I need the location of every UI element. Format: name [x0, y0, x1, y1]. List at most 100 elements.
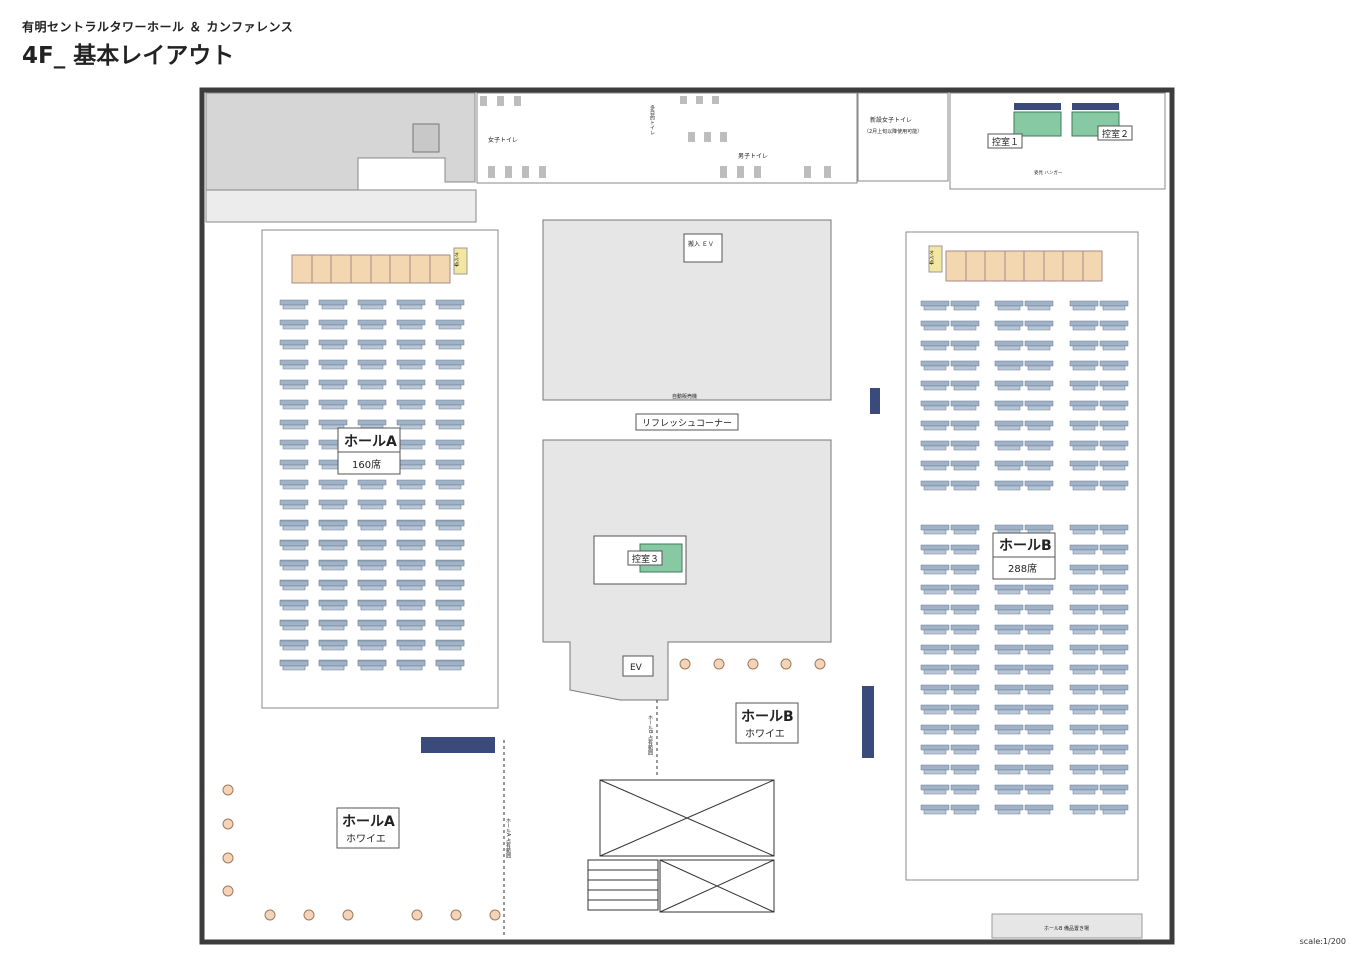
- chair: [1102, 345, 1126, 351]
- chair: [282, 605, 306, 611]
- seat: [1099, 664, 1129, 671]
- chair: [321, 364, 345, 370]
- chair: [1027, 485, 1051, 491]
- seat: [920, 320, 950, 327]
- foyer-b-label-box: [735, 702, 799, 744]
- seat: [950, 360, 980, 367]
- hall-b-operation-desk-label: オペ卓: [928, 250, 934, 266]
- chair: [997, 325, 1021, 331]
- chair: [438, 504, 462, 510]
- seat: [920, 300, 950, 307]
- chair: [923, 649, 947, 655]
- chair: [399, 424, 423, 430]
- pillar: [780, 658, 792, 670]
- waiting-room-2-label-box: [1097, 125, 1133, 141]
- seat: [994, 744, 1024, 751]
- chair: [1072, 445, 1096, 451]
- seat: [994, 764, 1024, 771]
- chair: [321, 625, 345, 631]
- chair: [282, 525, 306, 531]
- chair: [1027, 589, 1051, 595]
- vending-machine-label: 自動販売機: [672, 393, 697, 400]
- hall-a-stage-segments: [311, 255, 431, 283]
- chair: [438, 384, 462, 390]
- chair: [997, 465, 1021, 471]
- seat: [950, 544, 980, 551]
- chair: [1072, 789, 1096, 795]
- seat: [994, 360, 1024, 367]
- seat: [950, 644, 980, 651]
- seat: [1024, 644, 1054, 651]
- foyer-b-chairs-1: [870, 388, 880, 414]
- seat: [396, 499, 426, 506]
- seat: [920, 544, 950, 551]
- pillar: [411, 909, 423, 921]
- chair: [360, 304, 384, 310]
- seat: [357, 319, 387, 326]
- chair: [360, 605, 384, 611]
- seat: [1069, 604, 1099, 611]
- chair: [399, 665, 423, 671]
- chair: [923, 345, 947, 351]
- chair: [282, 645, 306, 651]
- seat: [920, 480, 950, 487]
- chair: [1072, 345, 1096, 351]
- seat: [950, 400, 980, 407]
- hall-a-name: ホールA: [344, 434, 397, 450]
- seat: [1024, 684, 1054, 691]
- seat: [1099, 744, 1129, 751]
- chair: [321, 585, 345, 591]
- chair: [1027, 749, 1051, 755]
- waiting-room-2-label: 控室２: [1102, 128, 1129, 140]
- foyer-a-pillars: [222, 784, 501, 921]
- seat: [396, 640, 426, 647]
- chair: [1102, 529, 1126, 535]
- seat: [357, 540, 387, 547]
- seat: [435, 660, 465, 667]
- seat: [994, 300, 1024, 307]
- chair: [997, 305, 1021, 311]
- seat: [318, 419, 348, 426]
- waiting-room-3-label-box: [627, 550, 663, 566]
- seat: [994, 400, 1024, 407]
- chair: [321, 384, 345, 390]
- chair: [997, 405, 1021, 411]
- chair: [282, 404, 306, 410]
- chair: [438, 424, 462, 430]
- chair: [438, 585, 462, 591]
- scale-label: scale:1/200: [1299, 937, 1346, 946]
- chair: [321, 424, 345, 430]
- chair: [1072, 729, 1096, 735]
- chair: [953, 649, 977, 655]
- seat: [1024, 480, 1054, 487]
- chair: [1072, 485, 1096, 491]
- chair: [360, 625, 384, 631]
- seat: [279, 560, 309, 567]
- chair: [953, 729, 977, 735]
- seat: [1024, 320, 1054, 327]
- chair: [1102, 365, 1126, 371]
- stair-steps: [587, 859, 659, 911]
- chair: [953, 629, 977, 635]
- chair: [1102, 325, 1126, 331]
- chair: [1027, 365, 1051, 371]
- chair: [321, 324, 345, 330]
- restroom-block: [476, 92, 858, 184]
- chair: [1102, 709, 1126, 715]
- seat: [1099, 360, 1129, 367]
- pillar: [814, 658, 826, 670]
- chair: [953, 569, 977, 575]
- seat: [1069, 460, 1099, 467]
- chair: [360, 525, 384, 531]
- seat: [435, 560, 465, 567]
- chair: [923, 569, 947, 575]
- seat: [1069, 420, 1099, 427]
- seat: [920, 764, 950, 771]
- chair: [438, 304, 462, 310]
- seat: [318, 540, 348, 547]
- hall-b-seat-count: 288席: [1008, 562, 1037, 575]
- hanger-label-top: 姿見 ハンガー: [1034, 169, 1063, 176]
- seat: [1099, 584, 1129, 591]
- seat: [1099, 804, 1129, 811]
- chair: [360, 324, 384, 330]
